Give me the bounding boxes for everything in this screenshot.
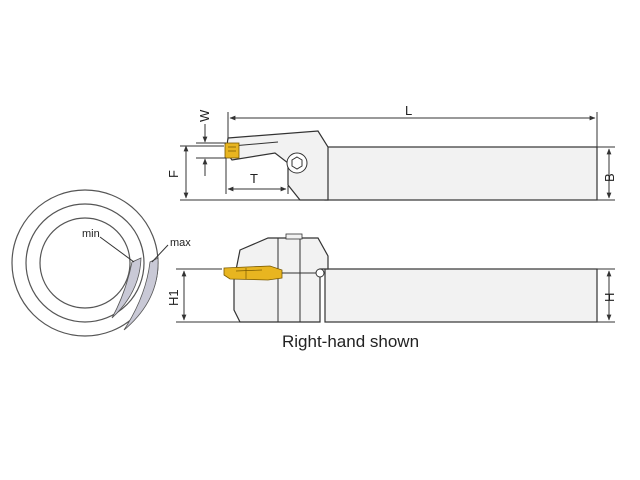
caption: Right-hand shown	[282, 332, 419, 351]
clamp-screw	[286, 152, 308, 174]
groove-min	[111, 257, 142, 319]
groove-max	[123, 257, 159, 331]
top-head	[225, 130, 329, 201]
top-shank	[324, 146, 598, 201]
dim-H-label: H	[602, 293, 617, 302]
min-label: min	[82, 228, 100, 240]
dim-T-label: T	[250, 171, 258, 186]
dim-L-label: L	[405, 103, 412, 118]
dim-F-label: F	[166, 170, 181, 178]
side-shank	[324, 268, 598, 323]
dim-H1-label: H1	[166, 289, 181, 306]
ring-mid	[25, 203, 145, 323]
top-view: L W F T B	[166, 103, 617, 201]
side-view: H1 H	[166, 233, 617, 323]
top-insert	[224, 142, 240, 159]
side-head	[233, 237, 329, 323]
max-label: max	[170, 237, 191, 249]
side-insert	[223, 265, 283, 281]
dim-W-label: W	[197, 109, 212, 122]
dim-B-label: B	[602, 173, 617, 182]
ring-inner	[39, 217, 131, 309]
groove-ring-diagram: min max	[11, 189, 191, 337]
